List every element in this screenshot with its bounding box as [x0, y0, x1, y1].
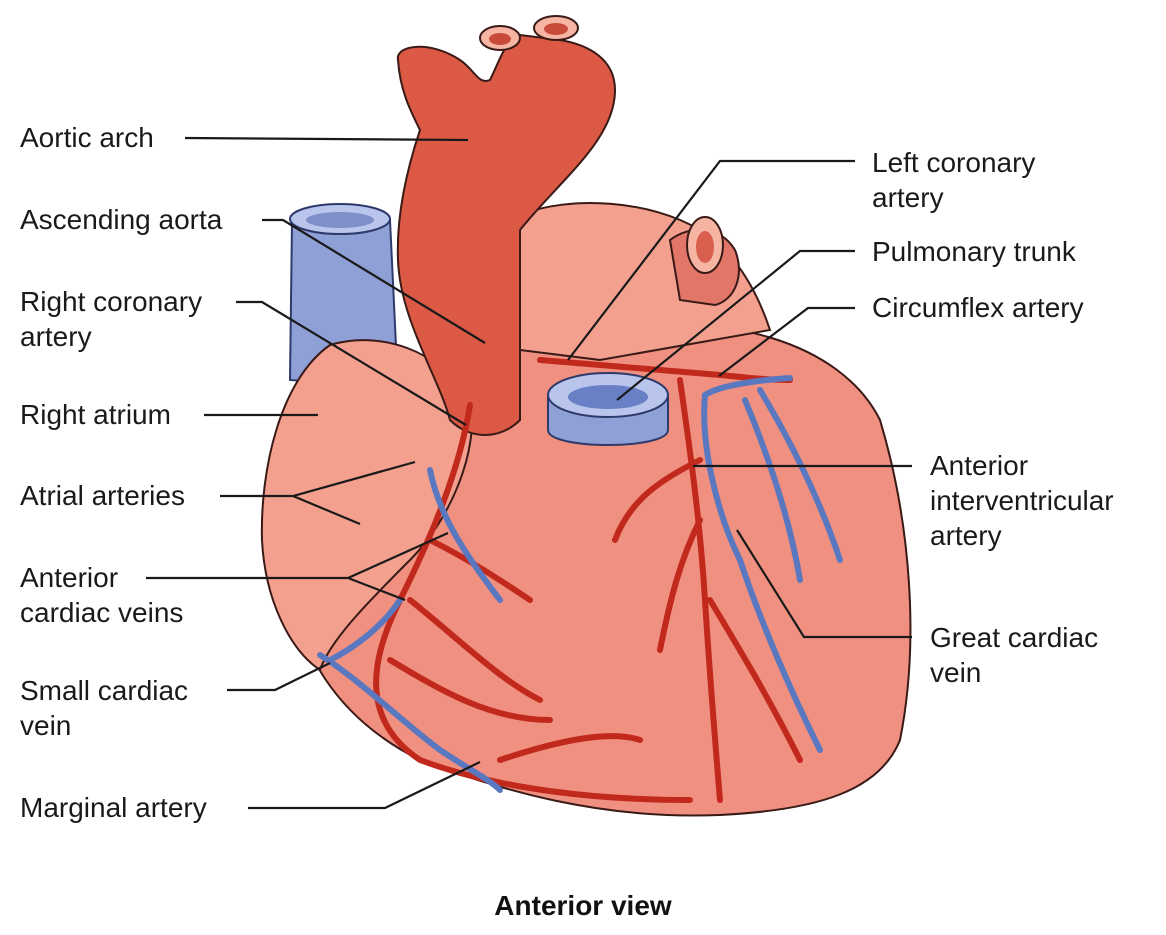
label-right-atrium: Right atrium	[20, 399, 171, 430]
pulmonary-trunk	[547, 372, 669, 446]
leader-pulmonary-trunk	[616, 249, 855, 401]
leader-right-coronary	[236, 300, 467, 426]
leader-small-vein	[227, 662, 331, 692]
aorta	[396, 15, 617, 436]
leader-aortic-arch	[184, 136, 469, 142]
label-pulmonary-trunk: Pulmonary trunk	[872, 236, 1076, 267]
leader-atrial-arteries	[220, 460, 416, 526]
pulmonary-branch	[668, 216, 740, 307]
label-aortic-arch: Aortic arch	[20, 122, 154, 153]
label-marginal-artery: Marginal artery	[20, 792, 207, 823]
leader-marginal	[248, 761, 481, 810]
leader-anterior-veins	[146, 531, 449, 602]
label-anterior-cardiac-veins: Anterior cardiac veins	[20, 562, 184, 628]
leader-left-coronary	[567, 159, 855, 361]
label-circumflex-artery: Circumflex artery	[872, 292, 1084, 323]
label-atrial-arteries: Atrial arteries	[20, 480, 185, 511]
label-small-cardiac-vein: Small cardiac vein	[20, 675, 189, 741]
figure-caption: Anterior view	[494, 890, 672, 921]
label-anterior-interventricular-artery: Anterior interventricular artery	[930, 450, 1114, 551]
label-ascending-aorta: Ascending aorta	[20, 204, 223, 235]
leader-ascending-aorta	[262, 218, 486, 344]
label-right-coronary-artery: Right coronary artery	[20, 286, 203, 352]
label-great-cardiac-vein: Great cardiac vein	[930, 622, 1099, 688]
leader-great-vein	[736, 529, 912, 639]
label-left-coronary-artery: Left coronary artery	[872, 147, 1036, 213]
coronary-arteries	[373, 357, 803, 803]
leader-lines	[146, 136, 912, 810]
cardiac-veins	[317, 375, 843, 793]
leader-circumflex	[718, 306, 855, 377]
